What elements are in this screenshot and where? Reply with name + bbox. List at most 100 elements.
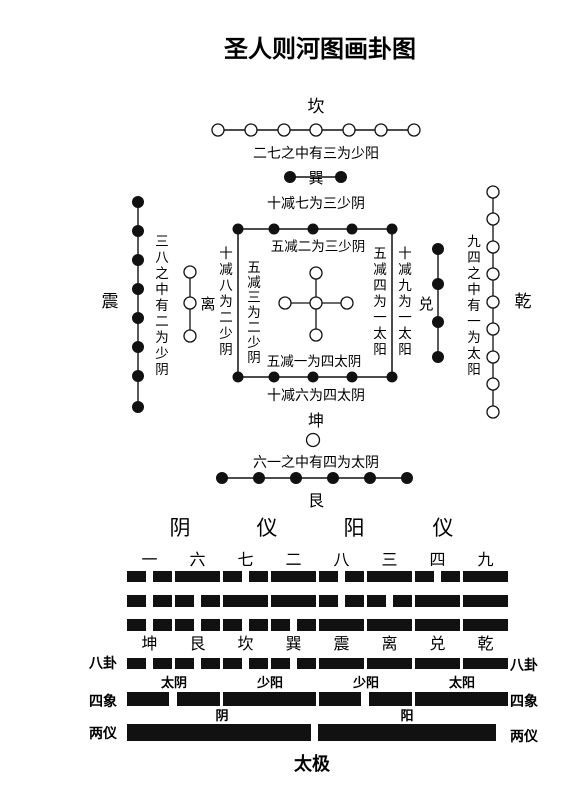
yang-line [271, 595, 316, 607]
yang-line [319, 658, 364, 669]
yang-line [175, 571, 220, 582]
sixiang-bar [223, 692, 316, 706]
number-label: 七 [237, 550, 253, 569]
bottom-inner-line-label: 十减六为四太阴 [267, 388, 365, 404]
sixiang-bar-left [127, 692, 169, 706]
yin-line-right [345, 571, 364, 582]
yang-line [415, 658, 460, 669]
left-line-label: 三八之中有二为少阴 [155, 234, 169, 378]
yin-label: 阴 [170, 516, 191, 540]
trigram-kan-top: 坎 [308, 97, 325, 117]
yin-line-left [223, 658, 242, 669]
yin-line-right [153, 619, 172, 631]
sixiang-label: 少阳 [256, 675, 283, 691]
liangyi-label-right: 两仪 [510, 729, 539, 745]
yin-line-right [249, 658, 268, 669]
yin-line-left [319, 595, 338, 607]
trigram-gen-bottom: 艮 [308, 491, 324, 510]
top-line-label: 二七之中有三为少阳 [253, 146, 379, 162]
sixiang-label: 少阳 [352, 675, 379, 691]
yin-line-right [249, 571, 268, 582]
liangyi-bars [127, 724, 496, 741]
yang-line [367, 619, 412, 631]
top-inner-chain-two [284, 171, 347, 183]
number-label: 九 [477, 550, 493, 569]
top-chain-seven [211, 123, 421, 137]
trigram-name-label: 坤 [141, 634, 157, 653]
yang-line [415, 619, 460, 631]
right-chain-nine [486, 185, 500, 419]
yin-line-right [249, 619, 268, 631]
yin-line-left [415, 571, 434, 582]
bagua-label-right: 八卦 [509, 657, 538, 674]
inner-top-label: 五减二为三少阴 [271, 239, 366, 255]
yin-line-left [223, 571, 242, 582]
yin-line-right [153, 571, 172, 582]
yin-line-left [127, 595, 146, 607]
trigram-name-label: 兑 [429, 634, 445, 653]
yin-line-left [319, 571, 338, 582]
trigram-name-label: 坎 [237, 634, 253, 653]
trigram-name-label: 艮 [189, 634, 205, 653]
yin-line-left [367, 595, 386, 607]
sixiang-label: 太阳 [448, 675, 475, 691]
yin-line-right [393, 595, 412, 607]
yin-line-right [201, 658, 220, 669]
inner-left-inner-label: 五减三为二少阴 [247, 260, 261, 366]
yang-line [223, 595, 268, 607]
yin-line-right [201, 619, 220, 631]
sixiang-label-left: 四象 [89, 693, 117, 710]
trigram-li-side: 离 [200, 295, 215, 313]
bottom-line-label: 六一之中有四为太阴 [253, 455, 379, 471]
right-line-label: 九四之中有一为太阳 [467, 234, 481, 378]
yin-line-left [175, 658, 194, 669]
yang-line [367, 571, 412, 582]
number-label: 三 [381, 550, 397, 569]
liangyi-yang: 阳 [400, 709, 413, 724]
yin-line-right [153, 595, 172, 607]
sixiang-row: 太阴 少阳 少阳 太阳 [127, 675, 508, 706]
yin-line-right [153, 658, 172, 669]
sixiang-label: 太阴 [160, 675, 187, 691]
trigram-xun: 巽 [308, 169, 323, 187]
yin-line-left [271, 658, 290, 669]
taiji-label: 太极 [294, 753, 331, 775]
yin-line-left [127, 619, 146, 631]
yin-line-right [201, 595, 220, 607]
yin-line-left [127, 658, 146, 669]
liangyi-yin: 阴 [215, 709, 228, 724]
sixiang-bar-left [319, 692, 361, 706]
yang-line [367, 658, 412, 669]
trigram-dui-side: 兑 [418, 295, 433, 313]
trigram-zhen-side: 震 [102, 292, 119, 312]
yin-line-left [175, 619, 194, 631]
trigram-qian-side: 乾 [515, 292, 532, 312]
yi-label-1: 仪 [257, 516, 278, 540]
yin-line-left [175, 595, 194, 607]
yang-label: 阳 [344, 516, 365, 540]
yang-line [319, 619, 364, 631]
yin-line-left [127, 571, 146, 582]
page-title: 圣人则河图画卦图 [224, 34, 416, 63]
bottom-chain-six [216, 472, 413, 484]
yin-line-right [441, 571, 460, 582]
inner-left-outer-label: 十减八为二少阴 [219, 246, 233, 358]
number-label: 二 [285, 550, 301, 569]
yi-label-2: 仪 [433, 516, 454, 540]
trigram-name-label: 离 [381, 634, 397, 653]
bottom-single-dot [305, 432, 321, 448]
inner-right-outer-label: 十减九为一太阳 [398, 246, 412, 358]
bagua-label-left: 八卦 [88, 655, 117, 672]
trigram-name-label: 震 [333, 634, 349, 653]
number-label: 六 [189, 550, 205, 569]
numbers-row: 一六七二八三四九 [141, 550, 493, 569]
yin-line-right [297, 658, 316, 669]
yang-line [463, 658, 508, 669]
left-inner-chain-three [183, 265, 197, 343]
left-chain-eight [132, 196, 144, 413]
sixiang-bar-right [177, 692, 220, 706]
yang-line [415, 595, 460, 607]
yang-line [271, 571, 316, 582]
